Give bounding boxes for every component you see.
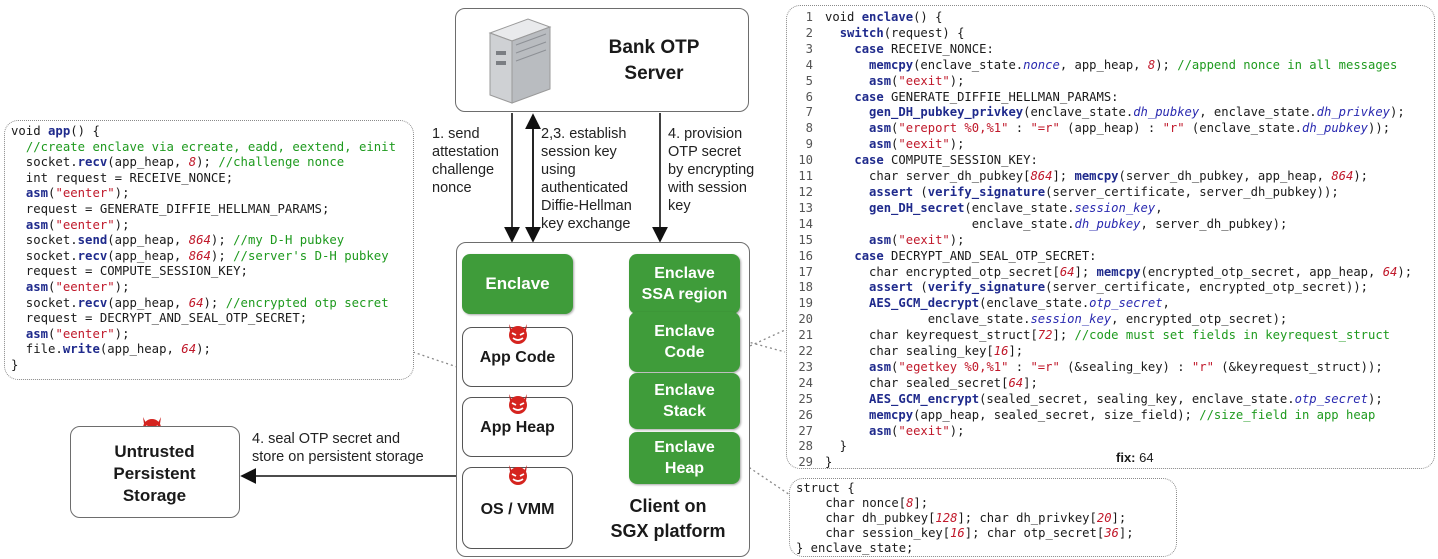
app-code-listing: void app() { //create enclave via ecreat…	[4, 120, 414, 380]
bank-otp-server-box: Bank OTP Server	[455, 8, 749, 112]
server-icon	[488, 18, 552, 104]
enclave-code-listing: 1 2 3 4 5 6 7 8 9 10 11 12 13 14 15 16 1…	[786, 5, 1435, 469]
callout-app-code	[412, 351, 461, 369]
enclave-code-text: void enclave() { switch(request) { case …	[825, 10, 1413, 470]
app-code-text: void app() { //create enclave via ecreat…	[11, 124, 396, 372]
devil-icon	[509, 324, 527, 344]
client-caption: Client on SGX platform	[610, 496, 726, 541]
struct-code-text: struct { char nonce[8]; char dh_pubkey[1…	[796, 481, 1134, 555]
fix-note: fix: 64	[1116, 450, 1154, 465]
devil-icon	[509, 465, 527, 485]
callout-enclave-code	[740, 329, 786, 351]
enclave-block: Enclave	[462, 254, 573, 314]
server-title: Bank OTP Server	[608, 37, 700, 84]
enclave-state-struct-listing: struct { char nonce[8]; char dh_pubkey[1…	[789, 478, 1177, 557]
devil-icon	[509, 394, 527, 414]
enclave-line-numbers: 1 2 3 4 5 6 7 8 9 10 11 12 13 14 15 16 1…	[798, 10, 813, 470]
